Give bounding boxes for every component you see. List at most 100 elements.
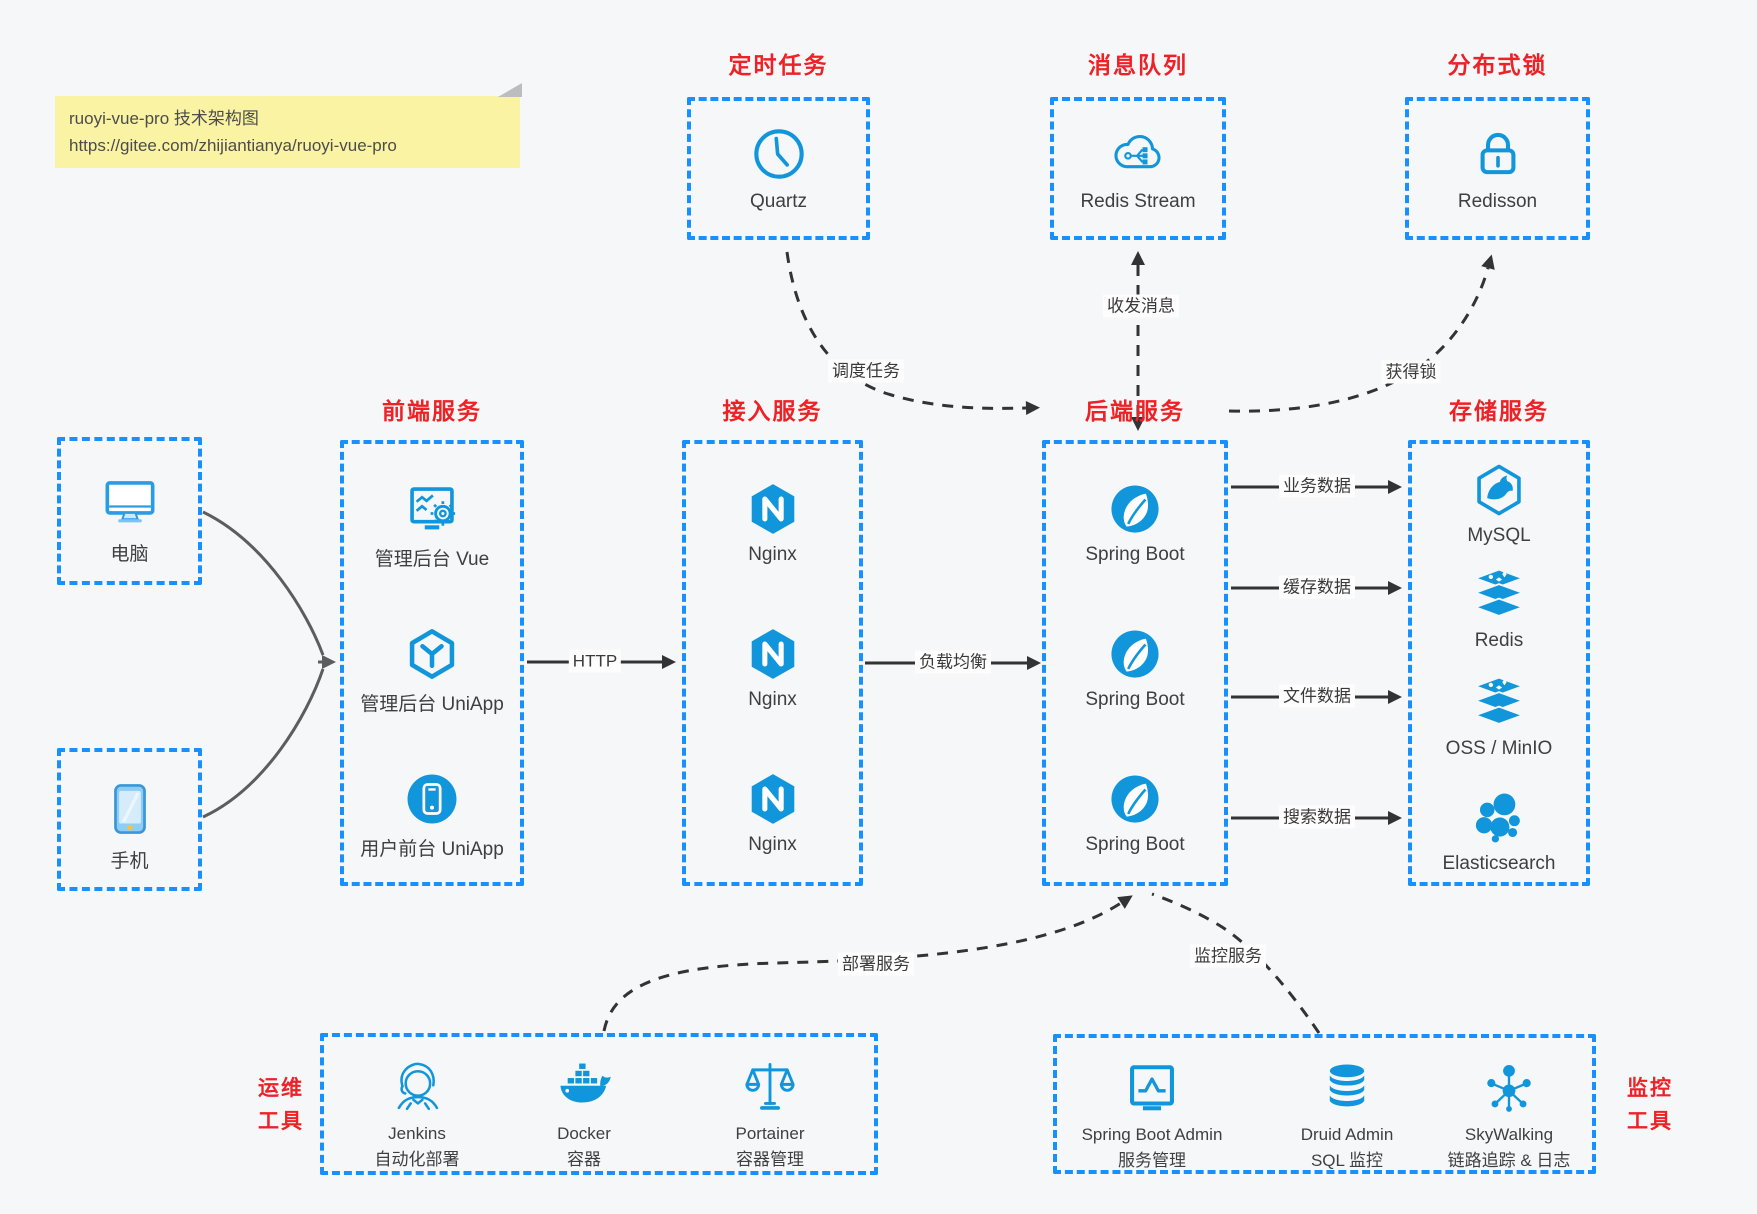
nginx-icon — [744, 770, 802, 828]
desktop-label: 电脑 — [110, 544, 149, 565]
elasticsearch-icon — [1470, 789, 1528, 847]
nginx-label: Nginx — [748, 834, 797, 855]
storage-item: MySQL — [1412, 461, 1586, 547]
redis-stream-label: Redis Stream — [1080, 191, 1196, 212]
redis-stack-icon — [1470, 566, 1528, 624]
note-title: ruoyi-vue-pro 技术架构图 — [69, 109, 259, 128]
oss-minio-icon — [1470, 674, 1528, 732]
docker-icon — [555, 1059, 613, 1117]
edge-label-acquire-lock: 获得锁 — [1381, 360, 1441, 384]
backend-item: Spring Boot — [1046, 480, 1224, 566]
edge-label-monitor-service: 监控服务 — [1190, 944, 1266, 968]
desktop-icon — [101, 473, 159, 531]
access-item: Nginx — [686, 770, 859, 856]
springboot-label: Spring Boot — [1085, 544, 1185, 565]
redis-label: Redis — [1474, 630, 1524, 651]
edge-label-file-data: 文件数据 — [1279, 684, 1355, 708]
box-access: Nginx Nginx Nginx — [682, 440, 863, 886]
jenkins-icon — [388, 1059, 446, 1117]
box-monitor-tools: Spring Boot Admin 服务管理 Druid Admin SQL 监… — [1053, 1034, 1596, 1174]
nginx-label: Nginx — [748, 544, 797, 565]
frontend-item-label: 管理后台 UniApp — [360, 694, 504, 715]
storage-item: Redis — [1412, 566, 1586, 652]
mysql-label: MySQL — [1467, 525, 1531, 546]
springboot-icon — [1106, 625, 1164, 683]
tool-sublabel: 自动化部署 — [374, 1150, 460, 1169]
nginx-icon — [744, 480, 802, 538]
tool-sublabel: SQL 监控 — [1310, 1151, 1384, 1170]
backend-item: Spring Boot — [1046, 770, 1224, 856]
oss-minio-label: OSS / MinIO — [1445, 738, 1553, 759]
edge-label-send-receive-message: 收发消息 — [1103, 294, 1179, 318]
tool-name: Portainer — [735, 1124, 805, 1143]
group-title-storage: 存储服务 — [1449, 398, 1549, 424]
edge-monitor-curve — [1151, 892, 1321, 1034]
tool-name: Druid Admin — [1300, 1125, 1394, 1144]
frontend-item: 管理后台 UniApp — [344, 625, 520, 716]
tool-item-jenkins: Jenkins 自动化部署 — [332, 1059, 502, 1173]
tool-name: SkyWalking — [1464, 1125, 1554, 1144]
group-title-scheduled-task: 定时任务 — [728, 52, 829, 78]
access-item: Nginx — [686, 480, 859, 566]
box-ops-tools: Jenkins 自动化部署 Docker 容器 Portainer 容器管理 — [320, 1033, 878, 1175]
edge-label-cache-data: 缓存数据 — [1279, 575, 1355, 599]
springboot-label: Spring Boot — [1085, 834, 1185, 855]
quartz-label: Quartz — [749, 191, 808, 212]
box-backend: Spring Boot Spring Boot Spring Boot — [1042, 440, 1228, 886]
nginx-label: Nginx — [748, 689, 797, 710]
edge-lock-curve — [1228, 254, 1495, 413]
tool-sublabel: 容器 — [566, 1150, 601, 1169]
tool-name: Docker — [557, 1124, 611, 1143]
edge-label-load-balance: 负载均衡 — [915, 650, 991, 674]
edge-label-search-data: 搜索数据 — [1279, 805, 1355, 829]
mysql-icon — [1470, 461, 1528, 519]
frontend-item-label: 用户前台 UniApp — [360, 839, 504, 860]
edge-phone-to-frontend — [202, 668, 325, 819]
box-frontend: 管理后台 Vue 管理后台 UniApp 用户前台 UniApp — [340, 440, 524, 886]
spring-boot-admin-icon — [1123, 1060, 1181, 1118]
phone-label: 手机 — [110, 851, 149, 872]
springboot-icon — [1106, 770, 1164, 828]
edge-label-schedule-job: 调度任务 — [828, 359, 904, 383]
box-redis-stream: Redis Stream — [1050, 97, 1226, 240]
tool-item-spring-boot-admin: Spring Boot Admin 服务管理 — [1057, 1060, 1247, 1174]
tool-sublabel: 容器管理 — [735, 1150, 804, 1169]
portainer-icon — [741, 1059, 799, 1117]
edge-schedule-curve — [785, 251, 1040, 415]
note-url: https://gitee.com/zhijiantianya/ruoyi-vu… — [69, 136, 397, 155]
box-phone-client: 手机 — [57, 748, 202, 891]
springboot-icon — [1106, 480, 1164, 538]
tool-item-portainer: Portainer 容器管理 — [685, 1059, 855, 1173]
tool-item-skywalking: SkyWalking 链路追踪 & 日志 — [1414, 1060, 1604, 1174]
nginx-icon — [744, 625, 802, 683]
redisson-label: Redisson — [1457, 191, 1538, 212]
frontend-item: 用户前台 UniApp — [344, 770, 520, 861]
edge-label-deploy-service: 部署服务 — [838, 952, 914, 976]
skywalking-icon — [1480, 1060, 1538, 1118]
edge-deploy-curve — [602, 895, 1133, 1032]
tool-name: Jenkins — [388, 1124, 446, 1143]
tool-sublabel: 链路追踪 & 日志 — [1447, 1151, 1571, 1170]
sticky-note: ruoyi-vue-pro 技术架构图 https://gitee.com/zh… — [55, 83, 522, 168]
cloud-stream-icon — [1109, 125, 1167, 183]
uniapp-cube-icon — [403, 625, 461, 683]
frontend-item: 管理后台 Vue — [344, 480, 520, 571]
smartphone-icon — [101, 780, 159, 838]
group-title-frontend: 前端服务 — [382, 398, 482, 424]
druid-icon — [1318, 1060, 1376, 1118]
access-item: Nginx — [686, 625, 859, 711]
springboot-label: Spring Boot — [1085, 689, 1185, 710]
box-desktop-client: 电脑 — [57, 437, 202, 585]
box-quartz: Quartz — [687, 97, 870, 240]
elasticsearch-label: Elasticsearch — [1442, 853, 1556, 874]
group-title-distributed-lock: 分布式锁 — [1447, 52, 1548, 78]
tool-item-druid: Druid Admin SQL 监控 — [1252, 1060, 1442, 1174]
edge-label-business-data: 业务数据 — [1279, 474, 1355, 498]
lock-icon — [1469, 125, 1527, 183]
tool-sublabel: 服务管理 — [1118, 1151, 1186, 1170]
frontend-item-label: 管理后台 Vue — [374, 549, 490, 570]
tool-name: Spring Boot Admin — [1081, 1125, 1223, 1144]
clock-icon — [750, 125, 808, 183]
group-title-access: 接入服务 — [722, 398, 823, 424]
